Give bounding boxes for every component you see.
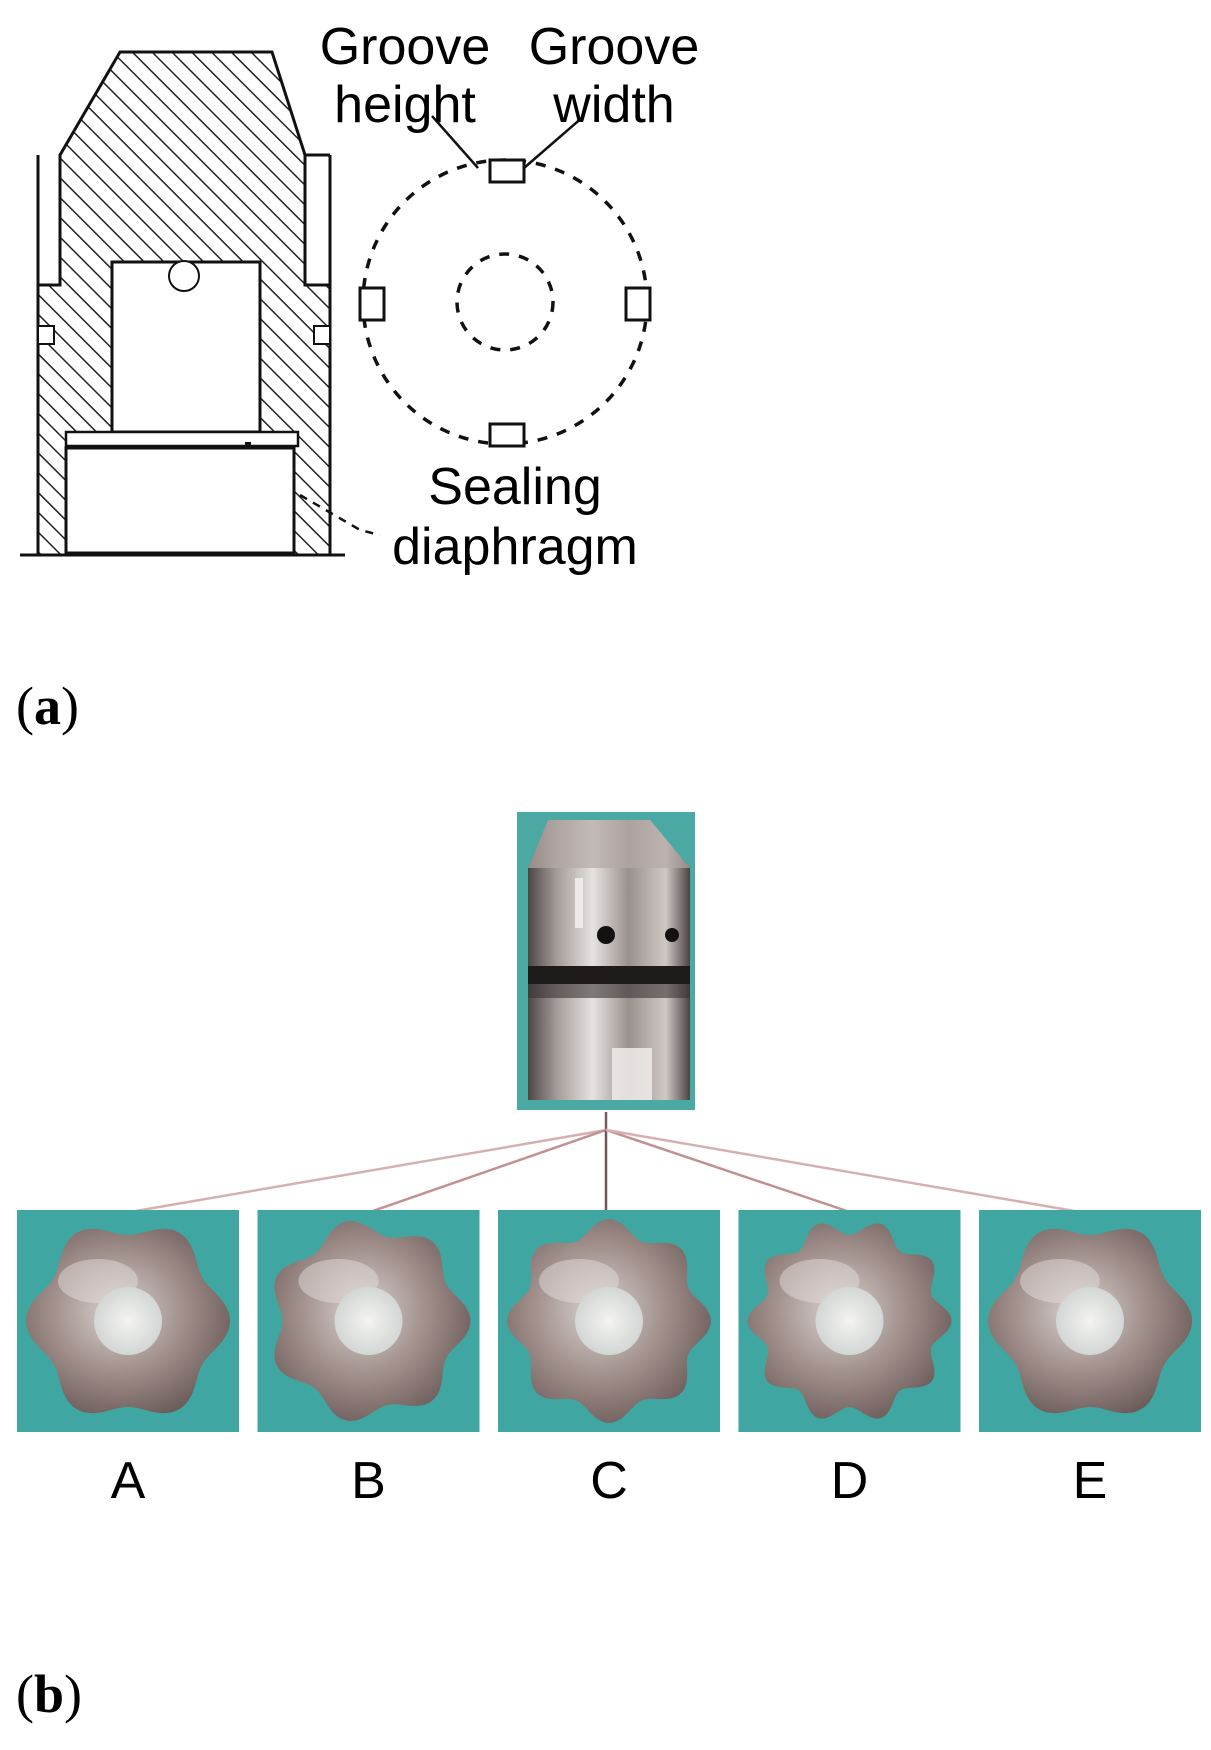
panel-b-photos: A B C D E (17, 812, 1201, 1510)
sample-photo-b: B (257, 1210, 480, 1510)
disc-center (334, 1287, 403, 1355)
disc-center (575, 1287, 643, 1355)
sample-photo-c: C (498, 1210, 720, 1510)
disc-center (94, 1287, 162, 1355)
panel-b-label: (b) (16, 1664, 82, 1724)
groove-width-label-line1: Groove (529, 18, 700, 76)
groove-top-view (299, 115, 652, 537)
sample-label-b: B (351, 1452, 386, 1510)
groove-height-label-line2: height (334, 76, 476, 134)
nozzle-photo (517, 812, 695, 1110)
sealing-label-line1: Sealing (428, 458, 601, 516)
sample-label-d: D (831, 1452, 869, 1510)
groove-width-label-line2: width (552, 76, 674, 134)
groove-height-leader (431, 115, 479, 169)
disc-center (1056, 1287, 1124, 1355)
sample-photo-e: E (979, 1210, 1201, 1510)
sample-label-a: A (111, 1452, 146, 1510)
nozzle-cross-section (20, 50, 345, 557)
groove-width-leader (523, 115, 585, 169)
disc-center (815, 1287, 884, 1355)
connector-lines (129, 1112, 1081, 1220)
panel-a-diagram: Groove height Groove width Sealing diaph… (20, 18, 699, 576)
sample-discs: A B C D E (17, 1210, 1201, 1510)
groove-height-label-line1: Groove (320, 18, 491, 76)
sample-photo-a: A (17, 1210, 239, 1510)
sample-label-e: E (1073, 1452, 1108, 1510)
sample-photo-d: D (738, 1210, 961, 1510)
panel-a-label: (a) (16, 676, 79, 736)
sample-label-c: C (590, 1452, 628, 1510)
sealing-label-line2: diaphragm (392, 518, 638, 576)
